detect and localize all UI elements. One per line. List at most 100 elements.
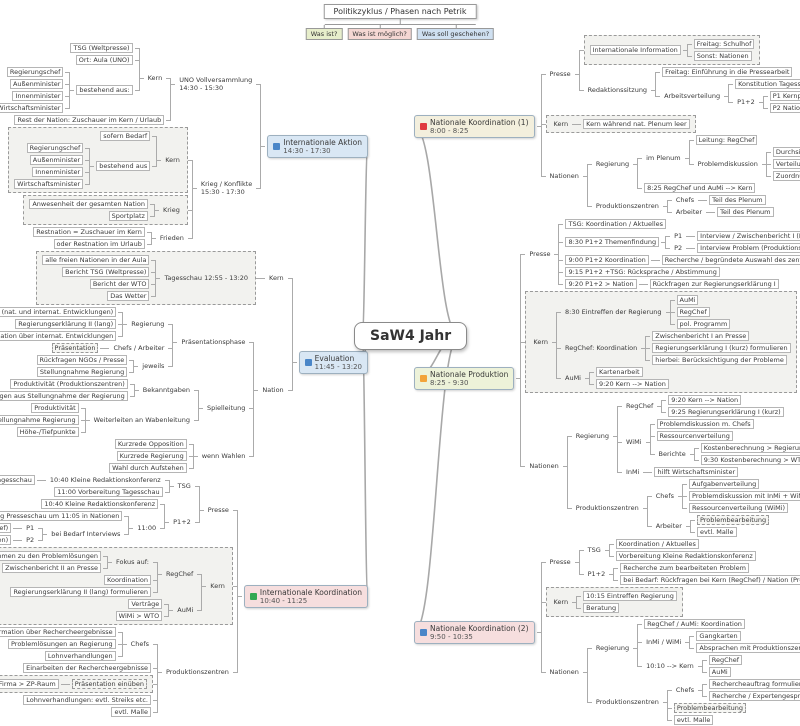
mindmap-node[interactable]: Interview / Zwischenbericht I (RegChef) <box>697 231 800 241</box>
mindmap-node[interactable]: Frieden <box>158 234 186 242</box>
mindmap-node[interactable]: Arbeiter <box>674 208 704 216</box>
mindmap-node[interactable]: AuMi <box>677 295 699 305</box>
mindmap-node[interactable]: Rückfragen NGOs / Presse <box>37 355 128 365</box>
mindmap-node[interactable]: Produktionszentren <box>574 504 641 512</box>
mindmap-node[interactable]: Stellungnahme Regierung <box>37 367 127 377</box>
mindmap-node[interactable]: Fokus auf: <box>114 558 151 566</box>
mindmap-node[interactable]: evtl. Malle <box>111 707 151 717</box>
mindmap-node[interactable]: 11:00 Vorbereitung Tagesschau <box>54 487 162 497</box>
mindmap-node[interactable]: Nationen <box>527 462 560 470</box>
mindmap-node[interactable]: bei Bedarf: Rückfragen bei Kern (RegChef… <box>620 575 800 585</box>
mindmap-node[interactable]: Recherche / Expertengespräche <box>709 691 800 701</box>
mindmap-node[interactable]: Präsentationsphase <box>179 338 247 346</box>
mindmap-node[interactable]: Presse <box>206 506 231 514</box>
mindmap-node[interactable]: Presse <box>548 70 573 78</box>
mindmap-node[interactable]: Stellungnahme Regierung <box>0 415 79 425</box>
mindmap-node[interactable]: P1+2 <box>735 98 757 106</box>
mindmap-node[interactable]: Kurzrede Regierung <box>117 451 187 461</box>
phase-chip[interactable]: Was ist möglich? <box>347 28 411 40</box>
mindmap-node[interactable]: Kern <box>208 582 227 590</box>
mindmap-node[interactable]: Wirtschaftsminister <box>14 179 83 189</box>
mindmap-node[interactable]: Interview Problem (Produktionszentren) <box>697 243 800 253</box>
mindmap-node[interactable]: Präsentation <box>52 343 99 353</box>
mindmap-node[interactable]: Koordination / Aktuelles <box>616 539 699 549</box>
mindmap-node[interactable]: Durchsicht der Probleme <box>773 147 800 157</box>
mindmap-node[interactable]: Regierung <box>129 320 166 328</box>
mindmap-node[interactable]: Arbeiter <box>654 522 684 530</box>
mindmap-node[interactable]: Regierung <box>574 432 611 440</box>
mindmap-node[interactable]: Kern <box>552 598 571 606</box>
mindmap-node[interactable]: Produktivität (Produktionszentren) <box>10 379 127 389</box>
mindmap-node[interactable]: InMi / WiMi <box>644 638 683 646</box>
mindmap-node[interactable]: Zwischenbericht II an Presse <box>2 563 101 573</box>
mindmap-node[interactable]: Nationen <box>548 668 581 676</box>
mindmap-node[interactable]: Arbeitsverteilung <box>662 92 722 100</box>
mindmap-node[interactable]: 9:00 P1+2 Koordination <box>565 255 648 265</box>
mindmap-node[interactable]: Problembearbeitung <box>674 703 746 713</box>
mindmap-node[interactable]: jeweils <box>140 362 166 370</box>
mindmap-node[interactable]: RegChef <box>624 402 655 410</box>
mindmap-node[interactable]: Sonst: Nationen <box>694 51 752 61</box>
mindmap-node[interactable]: Anwesenheit der gesamten Nation <box>29 199 148 209</box>
mindmap-node[interactable]: bei Zentralen Projekten: komplette Firma… <box>0 679 59 689</box>
mindmap-node[interactable]: Nationen <box>548 172 581 180</box>
mindmap-node[interactable]: Problembearbeitung <box>697 515 769 525</box>
mindmap-node[interactable]: bestehend aus: <box>76 85 132 95</box>
mindmap-node[interactable]: Zwischenbericht I an Presse <box>652 331 749 341</box>
mindmap-node[interactable]: 10:40 Kleine Redaktionskonferenz <box>48 476 163 484</box>
mindmap-node[interactable]: Koordination <box>104 575 151 585</box>
mindmap-node[interactable]: Beratung <box>583 603 619 613</box>
mindmap-node[interactable]: 9:20 P1+2 > Nation <box>565 279 636 289</box>
mindmap-node[interactable]: 8:30 Eintreffen der Regierung <box>563 308 664 316</box>
mindmap-node[interactable]: evtl. Malle <box>697 527 737 537</box>
mindmap-node[interactable]: Gangkarten <box>696 631 740 641</box>
mindmap-node[interactable]: Höhe-/Tiefpunkte <box>17 427 79 437</box>
mindmap-node[interactable]: Zuordnung Typ RNFD > Produktionszentrum <box>773 171 800 181</box>
mindmap-node[interactable]: hilft Wirtschaftsminister <box>654 467 738 477</box>
mindmap-node[interactable]: P1 <box>24 524 36 532</box>
mindmap-node[interactable]: 8:25 RegChef und AuMi --> Kern <box>644 183 755 193</box>
mindmap-node[interactable]: P2 <box>24 536 36 544</box>
mindmap-node[interactable]: Produktionszentren <box>594 202 661 210</box>
mindmap-node[interactable]: TSG <box>586 546 603 554</box>
mindmap-node[interactable]: Chefs <box>674 686 696 694</box>
mindmap-node[interactable]: Verteilung der Probleme an Produktionsze… <box>773 159 800 169</box>
mindmap-node[interactable]: 10:10 --> Kern <box>644 662 696 670</box>
mindmap-node[interactable]: Das Wetter <box>107 291 149 301</box>
mindmap-node[interactable]: Einarbeiten der Rechercheergebnisse <box>23 663 151 673</box>
mindmap-node[interactable]: oder Restnation im Urlaub <box>54 239 145 249</box>
mindmap-node[interactable]: Kern <box>531 338 550 346</box>
mindmap-node[interactable]: 9:15 P1+2 +TSG: Rücksprache / Abstimmung <box>565 267 719 277</box>
mindmap-node[interactable]: Problemdiskussion m. Chefs <box>657 419 754 429</box>
mindmap-node[interactable]: Vorbereitung Presseschau um 11:05 in Nat… <box>0 511 122 521</box>
mindmap-node[interactable]: bestehend aus <box>96 161 150 171</box>
mindmap-node[interactable]: Kern <box>146 74 165 82</box>
mindmap-node[interactable]: Kostenberechnung > Regierungschef <box>701 443 800 453</box>
mindmap-node[interactable]: Chefs <box>129 640 151 648</box>
mindmap-node[interactable]: 9:30 Kostenberechnung > WTO <box>701 455 800 465</box>
mindmap-node[interactable]: Information über Rechercheergebnisse <box>0 627 116 637</box>
mindmap-node[interactable]: Problemlösungen an Regierung <box>8 639 116 649</box>
mindmap-node[interactable]: WiMi > WTO <box>116 611 163 621</box>
mindmap-node[interactable]: Kern während nat. Plenum leer <box>583 119 690 129</box>
mindmap-node[interactable]: Stellungnahmen zu den Problemlösungen <box>0 551 101 561</box>
mindmap-node[interactable]: AuMi <box>709 667 731 677</box>
mindmap-node[interactable]: Berichte <box>657 450 688 458</box>
mindmap-node[interactable]: Produktionszentren <box>594 698 661 706</box>
mindmap-node[interactable]: pol. Programm <box>677 319 731 329</box>
mindmap-node[interactable]: Recherche / begründete Auswahl des zentr… <box>662 255 800 265</box>
mindmap-node[interactable]: RegChef <box>677 307 710 317</box>
mindmap-node[interactable]: Regierungschef <box>27 143 84 153</box>
mindmap-node[interactable]: Lohnverhandlungen <box>45 651 116 661</box>
mindmap-node[interactable]: Innenminister <box>32 167 83 177</box>
politikzyklus-node[interactable]: Politikzyklus / Phasen nach Petrik <box>324 4 477 19</box>
mindmap-node[interactable]: Wahl durch Aufstehen <box>109 463 187 473</box>
mindmap-node[interactable]: RegChef <box>709 655 742 665</box>
mindmap-node[interactable]: Wirtschaftsminister <box>0 103 63 113</box>
mindmap-node[interactable]: TSG: Koordination / Aktuelles <box>565 219 666 229</box>
mindmap-node[interactable]: Ort: Aula (UNO) <box>76 55 133 65</box>
mindmap-node[interactable]: Sportplatz <box>109 211 148 221</box>
mindmap-node[interactable]: RegChef <box>164 570 195 578</box>
